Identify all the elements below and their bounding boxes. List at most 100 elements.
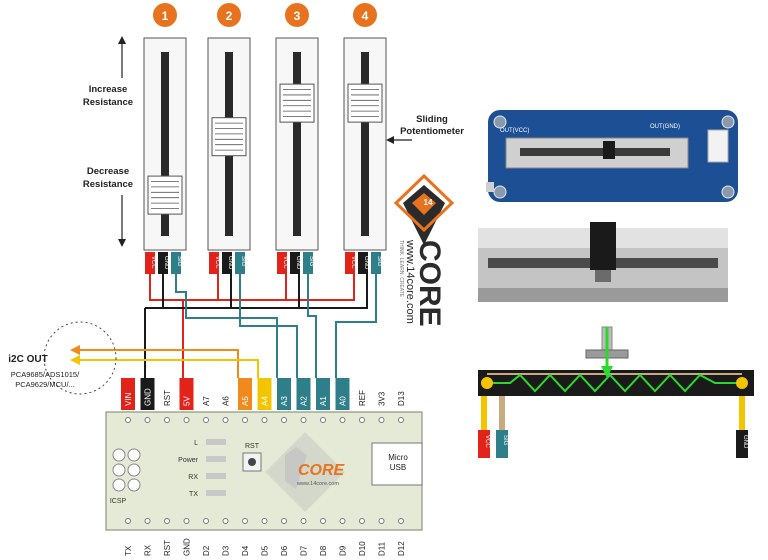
wire-sig-1 — [175, 274, 278, 378]
header-pin-highlight — [140, 378, 155, 410]
header-pin-highlight — [238, 378, 252, 410]
label-i2c-devices-2: PCA9629/MCU/... — [15, 380, 75, 389]
wire-gnd — [144, 274, 368, 378]
led-l — [206, 439, 226, 445]
slider-knob[interactable] — [211, 117, 247, 157]
top-pin-hole — [242, 417, 248, 423]
label-decrease: Decrease — [87, 166, 129, 177]
i2c-dashed-circle — [43, 321, 117, 395]
schematic-pin-vcc — [478, 430, 490, 458]
pin-label-vcc: VCC — [350, 256, 356, 269]
header-pin-highlight — [257, 378, 272, 410]
board-logo-url: www.14core.com — [296, 481, 339, 487]
reset-button-group: RST — [242, 443, 262, 472]
top-pin-hole — [398, 417, 404, 423]
terminal-right — [736, 377, 748, 389]
top-pin-label: A2 — [300, 396, 309, 406]
header-pin-highlight — [335, 378, 350, 410]
bottom-pin-label: D4 — [241, 545, 250, 556]
slider-number-badge — [153, 3, 177, 27]
top-pin-label: D13 — [397, 391, 406, 406]
top-pin-label: A4 — [261, 396, 270, 406]
pin-label-gnd: GND — [227, 256, 233, 270]
svg-text:GND: GND — [742, 435, 748, 449]
slider-number-badge — [353, 3, 377, 27]
svg-text:SIG: SIG — [502, 435, 508, 446]
top-pin-label: 3V3 — [378, 391, 387, 406]
bottom-pin-hole — [398, 518, 404, 524]
slider-knob[interactable] — [347, 83, 383, 123]
header-pin-highlight — [121, 378, 135, 410]
top-pin-label: A1 — [319, 396, 328, 406]
pin-gnd — [290, 252, 300, 274]
header-pin-highlight — [179, 378, 194, 410]
slider-number: 2 — [226, 9, 233, 23]
label-increase-resistance: Resistance — [83, 97, 133, 108]
schematic-resistive-track — [492, 373, 738, 393]
top-pin-label: 5V — [183, 396, 192, 406]
slider-4: 4 VCC GND SIG — [343, 3, 387, 274]
led-label-rx: RX — [188, 474, 198, 481]
pin-label-vcc: VCC — [282, 256, 288, 269]
pin-vcc — [145, 252, 155, 274]
bottom-pin-label: D8 — [319, 545, 328, 556]
closeup-knob — [590, 222, 616, 270]
sliding-pot-callout: Sliding Potentiometer — [386, 114, 464, 144]
top-pin-hole — [359, 417, 365, 423]
pin-gnd — [222, 252, 232, 274]
slider-number: 3 — [294, 9, 301, 23]
bottom-pin-label: D2 — [202, 545, 211, 556]
top-pin-label: A6 — [222, 396, 231, 406]
label-sliding: Sliding — [416, 114, 448, 125]
bottom-pin-label: D3 — [222, 545, 231, 556]
module-connector — [707, 129, 729, 163]
logo-tagline: THINK. LEARN. CREATE — [398, 240, 404, 298]
pin-label-vcc: VCC — [150, 256, 156, 269]
bottom-pin-hole — [281, 518, 287, 524]
pot-schematic: VCC SIG GND — [478, 326, 754, 458]
bottom-pin-label: D10 — [358, 541, 367, 556]
logo-text: CORE — [413, 240, 446, 327]
micro-usb-port: Micro USB — [371, 442, 423, 486]
pin-label-sig: SIG — [376, 256, 382, 267]
arrow-i2c-icon — [70, 355, 80, 365]
bottom-pin-hole — [203, 518, 209, 524]
pin-gnd — [158, 252, 168, 274]
slider-knob[interactable] — [279, 83, 315, 123]
arrow-i2c-icon — [70, 345, 80, 355]
slider-number: 1 — [162, 9, 169, 23]
pin-vcc — [277, 252, 287, 274]
bottom-pin-label: D5 — [261, 545, 270, 556]
pin-sig — [371, 252, 381, 274]
label-increase: Increase — [89, 84, 128, 95]
slider-knob[interactable] — [147, 175, 183, 215]
slider-number-badge — [217, 3, 241, 27]
led-label-power: Power — [178, 457, 199, 464]
label-rst: RST — [245, 443, 260, 450]
top-pin-hole — [300, 417, 307, 423]
resistance-arrows: Increase Resistance Decrease Resistance — [83, 36, 133, 247]
wire-vcc — [149, 274, 355, 378]
pin-sig — [303, 252, 313, 274]
bottom-pin-hole — [242, 518, 248, 524]
top-pin-label: A5 — [241, 396, 250, 406]
bottom-pin-label: GND — [183, 538, 192, 556]
arrow-up-icon — [118, 36, 126, 44]
top-pin-label: A7 — [202, 396, 211, 406]
module-slider-knob — [603, 141, 615, 159]
bottom-pin-hole — [222, 518, 229, 524]
wire-i2c-a4 — [78, 359, 259, 378]
slider-closeup-photo — [478, 222, 728, 302]
slider-number: 4 — [362, 9, 369, 23]
pin-sig — [171, 252, 181, 274]
module-label-gnd: OUT(GND) — [650, 124, 680, 130]
bottom-pin-hole — [144, 518, 151, 524]
arrow-left-icon — [386, 136, 394, 144]
label-potentiometer: Potentiometer — [400, 126, 464, 137]
slider-number-badge — [285, 3, 309, 27]
top-pin-hole — [144, 417, 151, 423]
top-pin-hole — [222, 417, 229, 423]
pin-gnd — [358, 252, 368, 274]
